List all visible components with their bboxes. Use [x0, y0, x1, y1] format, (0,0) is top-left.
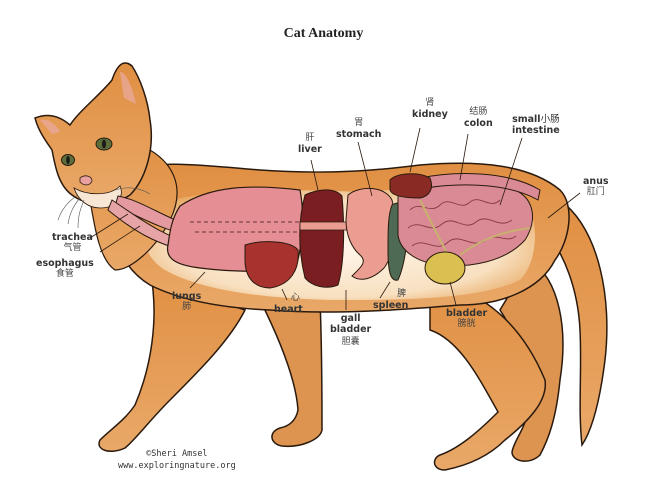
label-anus: anus 肛门	[583, 176, 609, 198]
label-bladder: bladder 膀胱	[446, 308, 487, 330]
label-anus-zh: 肛门	[586, 187, 605, 197]
label-trachea-zh: 气管	[63, 243, 82, 253]
label-trachea: trachea 气管	[52, 232, 93, 254]
label-bladder-zh: 膀胱	[457, 319, 476, 329]
nose	[79, 175, 93, 186]
stomach	[345, 187, 396, 280]
label-small-en: small	[512, 114, 541, 125]
label-esophagus-en: esophagus	[36, 258, 94, 269]
front-leg-far	[258, 299, 323, 448]
label-colon-en: colon	[464, 118, 493, 129]
label-spleen: 脾 spleen	[373, 289, 408, 311]
pointer-lines	[89, 127, 581, 310]
label-intestine-en: intestine	[512, 125, 560, 136]
label-colon: 结肠 colon	[464, 107, 493, 129]
liver	[299, 189, 345, 288]
credit: ©Sheri Amsel www.exploringnature.org	[118, 448, 236, 472]
heart	[244, 241, 299, 289]
label-gall-bladder-en: bladder	[330, 324, 372, 335]
label-esophagus-zh: 食管	[55, 269, 74, 279]
cat-head	[34, 62, 153, 205]
label-kidney-zh: 肾	[425, 98, 435, 108]
label-liver-en: liver	[298, 144, 322, 155]
whiskers	[57, 187, 151, 229]
label-lungs-zh: 肺	[182, 302, 192, 312]
label-liver-zh: 肝	[305, 133, 315, 143]
diagram-title: Cat Anatomy	[283, 26, 364, 41]
label-gall-en: gall	[340, 313, 361, 324]
label-small-intestine-zh: 小肠	[540, 114, 560, 125]
bladder	[424, 251, 466, 285]
credit-author: ©Sheri Amsel	[146, 449, 208, 459]
label-esophagus: esophagus 食管	[36, 258, 94, 280]
label-small-intestine-line1: small小肠	[512, 114, 560, 125]
intestine-coils	[407, 199, 517, 247]
label-kidney: 肾 kidney	[412, 98, 448, 120]
label-stomach-en: stomach	[336, 129, 382, 140]
inner-ear-left	[40, 119, 60, 134]
inner-ear	[120, 72, 136, 104]
credit-website: www.exploringnature.org	[118, 461, 236, 471]
back-leg-near	[429, 279, 546, 471]
label-colon-zh: 结肠	[469, 107, 488, 117]
colon	[419, 173, 541, 201]
label-small-intestine: small小肠 intestine	[512, 114, 560, 136]
cat-tail	[544, 198, 608, 448]
label-anus-en: anus	[583, 176, 609, 187]
label-heart-en: heart	[274, 304, 303, 315]
label-bladder-en: bladder	[446, 308, 488, 319]
label-gall-bladder-zh: 胆囊	[341, 337, 360, 347]
label-gall-bladder: gall bladder 胆囊	[330, 313, 371, 348]
label-trachea-en: trachea	[52, 232, 93, 243]
label-lungs: lungs 肺	[172, 291, 201, 313]
label-stomach-zh: 胃	[354, 118, 364, 128]
label-heart-zh: 心	[290, 293, 300, 303]
kidney	[389, 173, 433, 199]
label-liver: 肝 liver	[298, 133, 322, 155]
front-leg-near	[98, 267, 247, 452]
label-spleen-zh: 脾	[397, 289, 407, 299]
label-kidney-en: kidney	[412, 109, 448, 120]
label-stomach: 胃 stomach	[336, 118, 381, 140]
label-lungs-en: lungs	[172, 291, 202, 302]
label-spleen-en: spleen	[373, 300, 409, 311]
label-heart: 心 heart	[274, 293, 303, 315]
